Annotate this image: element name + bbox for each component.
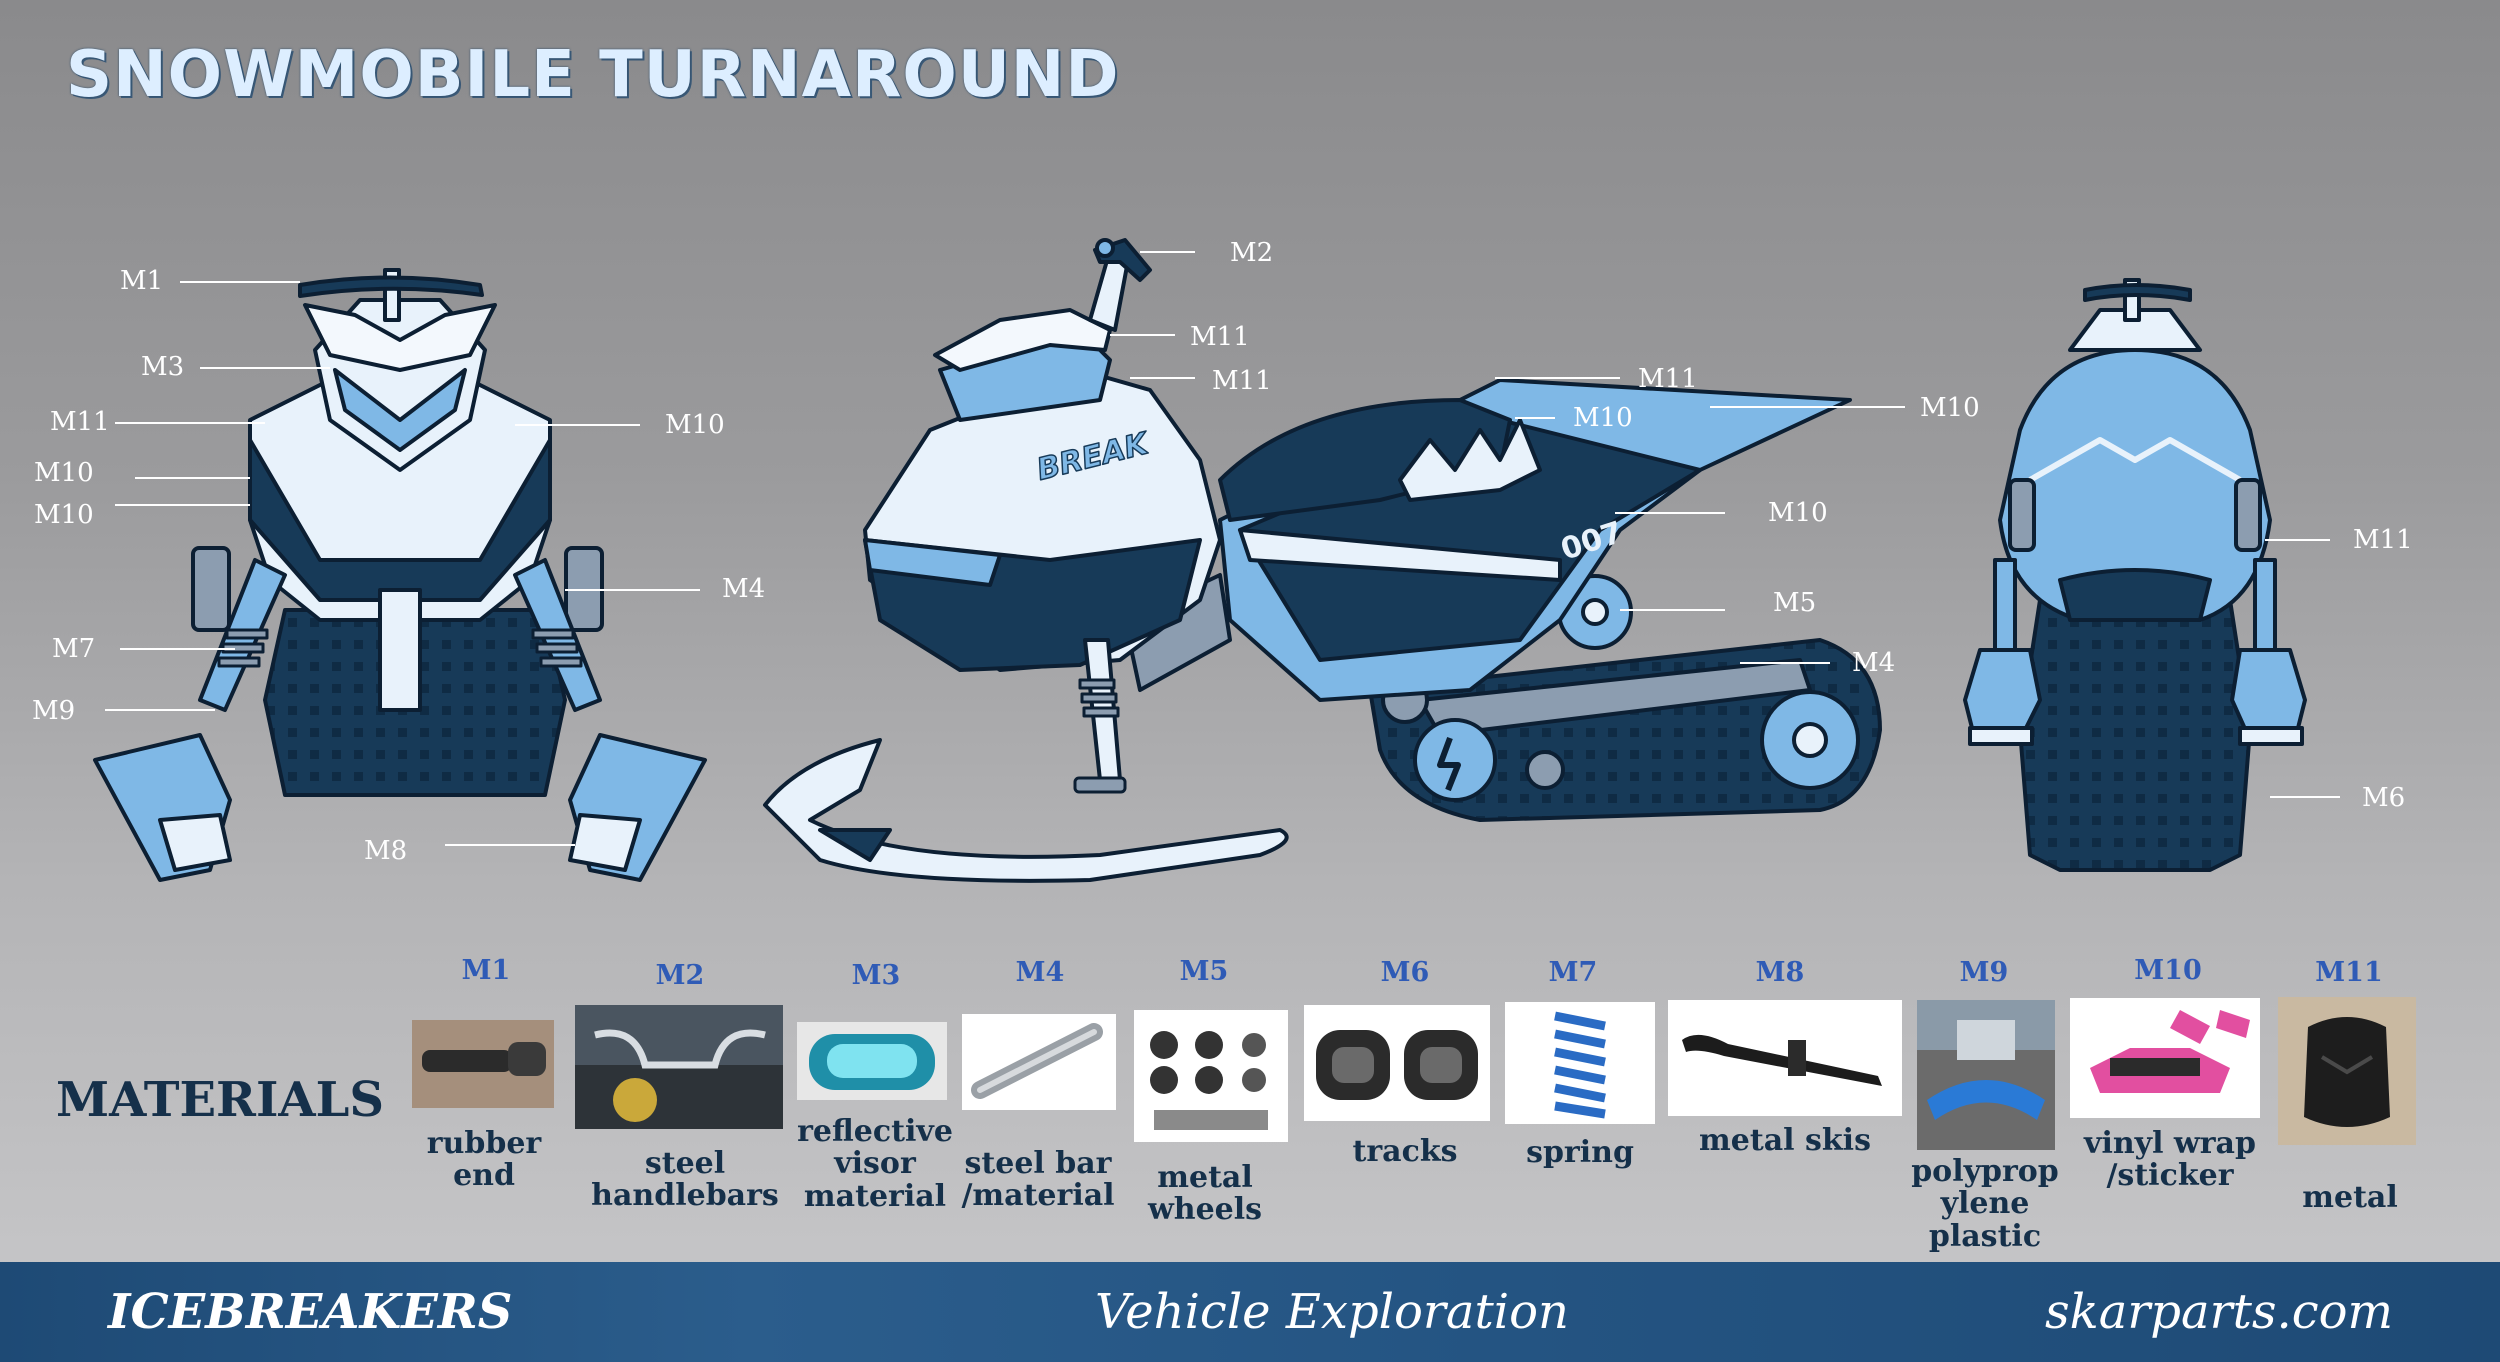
callout-front-m11: M11: [50, 407, 110, 437]
material-thumb-metal-wheels: [1134, 1010, 1288, 1142]
rear-body: [1998, 348, 2272, 622]
material-thumb-metal-skis: [1668, 1000, 1902, 1116]
material-code-m10: M10: [2134, 955, 2202, 986]
material-name-m9: polyprop ylene plastic: [1911, 1154, 2059, 1254]
rear-view: [1963, 278, 2307, 872]
material-thumb-polypropylene: [1917, 1000, 2055, 1150]
material-name-m1: rubber end: [426, 1126, 542, 1194]
side-seat: [1218, 398, 1512, 522]
materials-heading: MATERIALS: [56, 1072, 385, 1128]
footer-bar: ICEBREAKERS Vehicle Exploration skarpart…: [0, 1262, 2500, 1362]
footer-website: skarparts.com: [2045, 1284, 2394, 1340]
material-code-m8: M8: [1755, 957, 1805, 988]
material-code-m4: M4: [1015, 957, 1065, 988]
material-name-m11: metal: [2302, 1180, 2398, 1215]
callout-side-m4: M4: [1852, 648, 1896, 678]
material-thumb-steel-bar: [962, 1014, 1116, 1110]
material-thumb-steel-handlebars: [575, 1005, 783, 1129]
callout-front-m4: M4: [722, 574, 766, 604]
callout-side-m11-a: M11: [1190, 322, 1250, 352]
material-thumb-visor: [797, 1022, 947, 1100]
material-code-m11: M11: [2315, 957, 2383, 988]
material-name-m4: steel bar /material: [961, 1146, 1115, 1214]
front-view: [93, 268, 707, 882]
material-name-m2: steel handlebars: [591, 1146, 779, 1214]
material-thumb-rubber-end: [412, 1020, 554, 1108]
material-name-m8: metal skis: [1699, 1123, 1871, 1158]
material-thumb-spring: [1505, 1002, 1655, 1124]
material-name-m10: vinyl wrap /sticker: [2084, 1126, 2256, 1194]
material-code-m9: M9: [1959, 957, 2009, 988]
material-thumb-vinyl-wrap: [2070, 998, 2260, 1118]
callout-side-m5: M5: [1773, 588, 1817, 618]
material-code-m3: M3: [851, 960, 901, 991]
rear-track: [2018, 598, 2252, 872]
material-name-m3: reflective visor material: [797, 1114, 953, 1214]
footer-brand: ICEBREAKERS: [108, 1284, 513, 1340]
side-view: BREAK 007: [763, 238, 1882, 883]
material-thumb-tracks: [1304, 1005, 1490, 1121]
material-code-m2: M2: [655, 960, 705, 991]
callout-front-m1: M1: [120, 266, 164, 296]
callout-side-m11-c: M11: [1638, 364, 1698, 394]
callout-front-m8: M8: [364, 836, 408, 866]
callout-front-m10-lower: M10: [34, 500, 94, 530]
material-code-m5: M5: [1179, 956, 1229, 987]
footer-subtitle: Vehicle Exploration: [1095, 1284, 1569, 1340]
material-code-m7: M7: [1548, 957, 1598, 988]
leader-lines: [105, 251, 2340, 846]
callout-side-m10-b: M10: [1920, 393, 1980, 423]
material-code-m1: M1: [461, 955, 511, 986]
callout-front-m3: M3: [141, 352, 185, 382]
page-title: SNOWMOBILE TURNAROUND: [66, 38, 1120, 112]
callout-side-m2: M2: [1230, 238, 1274, 268]
callout-side-m10-c: M10: [1768, 498, 1828, 528]
material-code-m6: M6: [1380, 957, 1430, 988]
material-name-m7: spring: [1526, 1135, 1634, 1170]
material-name-m6: tracks: [1352, 1134, 1458, 1169]
material-thumb-metal: [2278, 997, 2416, 1145]
callout-side-m11-b: M11: [1212, 366, 1272, 396]
callout-front-m10-upper: M10: [34, 458, 94, 488]
side-ski: [763, 738, 1289, 883]
callout-front-m7: M7: [52, 634, 96, 664]
callout-side-m10-a: M10: [1573, 403, 1633, 433]
turnaround-illustrations: BREAK 007: [93, 238, 2340, 883]
callout-front-m10-right: M10: [665, 410, 725, 440]
callout-front-m9: M9: [32, 696, 76, 726]
material-name-m5: metal wheels: [1147, 1160, 1263, 1228]
callout-rear-m11: M11: [2353, 525, 2413, 555]
callout-rear-m6: M6: [2362, 783, 2406, 813]
